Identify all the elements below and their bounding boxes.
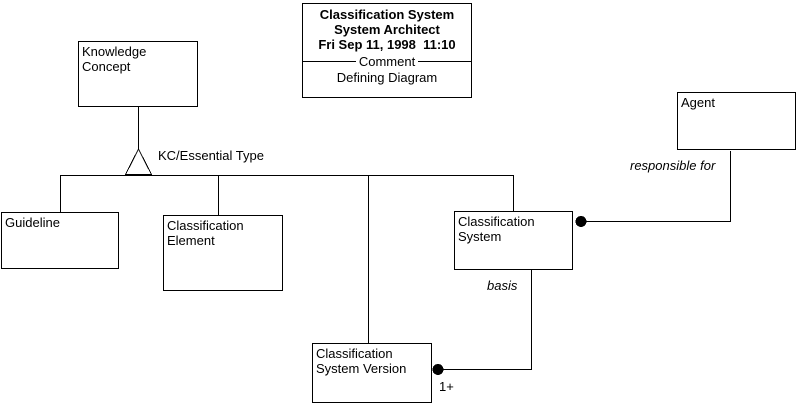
node-guideline[interactable]: Guideline	[1, 212, 119, 269]
separator-line	[303, 61, 356, 62]
node-label: Knowledge Concept	[82, 44, 147, 74]
basis-connector-line[interactable]	[443, 270, 532, 370]
cardinality-label: 1+	[439, 379, 454, 394]
node-label: Classification System	[458, 214, 535, 244]
node-label: Agent	[681, 95, 715, 110]
node-label: Classification Element	[167, 218, 244, 248]
comment-label: Comment	[358, 54, 416, 69]
generalization-triangle-icon[interactable]	[124, 147, 153, 175]
separator-line	[418, 61, 472, 62]
node-label: Classification System Version	[316, 346, 407, 376]
node-label: Guideline	[5, 215, 60, 230]
diagram-name: Classification System	[319, 7, 455, 22]
generalization-label: KC/Essential Type	[158, 148, 264, 163]
basis-label: basis	[487, 278, 518, 293]
node-classification-element[interactable]: Classification Element	[163, 215, 283, 291]
comment-separator: Comment	[303, 54, 472, 69]
responsible-for-connector-line[interactable]	[578, 151, 731, 222]
node-knowledge-concept[interactable]: Knowledge Concept	[78, 41, 198, 107]
filled-dot-icon	[432, 364, 444, 375]
diagram-timestamp: Fri Sep 11, 1998 11:10	[318, 37, 456, 52]
diagram-type: Defining Diagram	[336, 70, 438, 85]
node-classification-system[interactable]: Classification System	[454, 211, 573, 270]
node-classification-system-version[interactable]: Classification System Version	[312, 343, 432, 403]
node-agent[interactable]: Agent	[677, 92, 796, 150]
tool-name: System Architect	[334, 22, 440, 37]
responsible-for-label: responsible for	[630, 158, 716, 173]
filled-dot-icon	[575, 216, 587, 227]
title-block[interactable]: Classification System System Architect F…	[302, 3, 472, 98]
generalization-rail-line[interactable]	[60, 175, 514, 213]
